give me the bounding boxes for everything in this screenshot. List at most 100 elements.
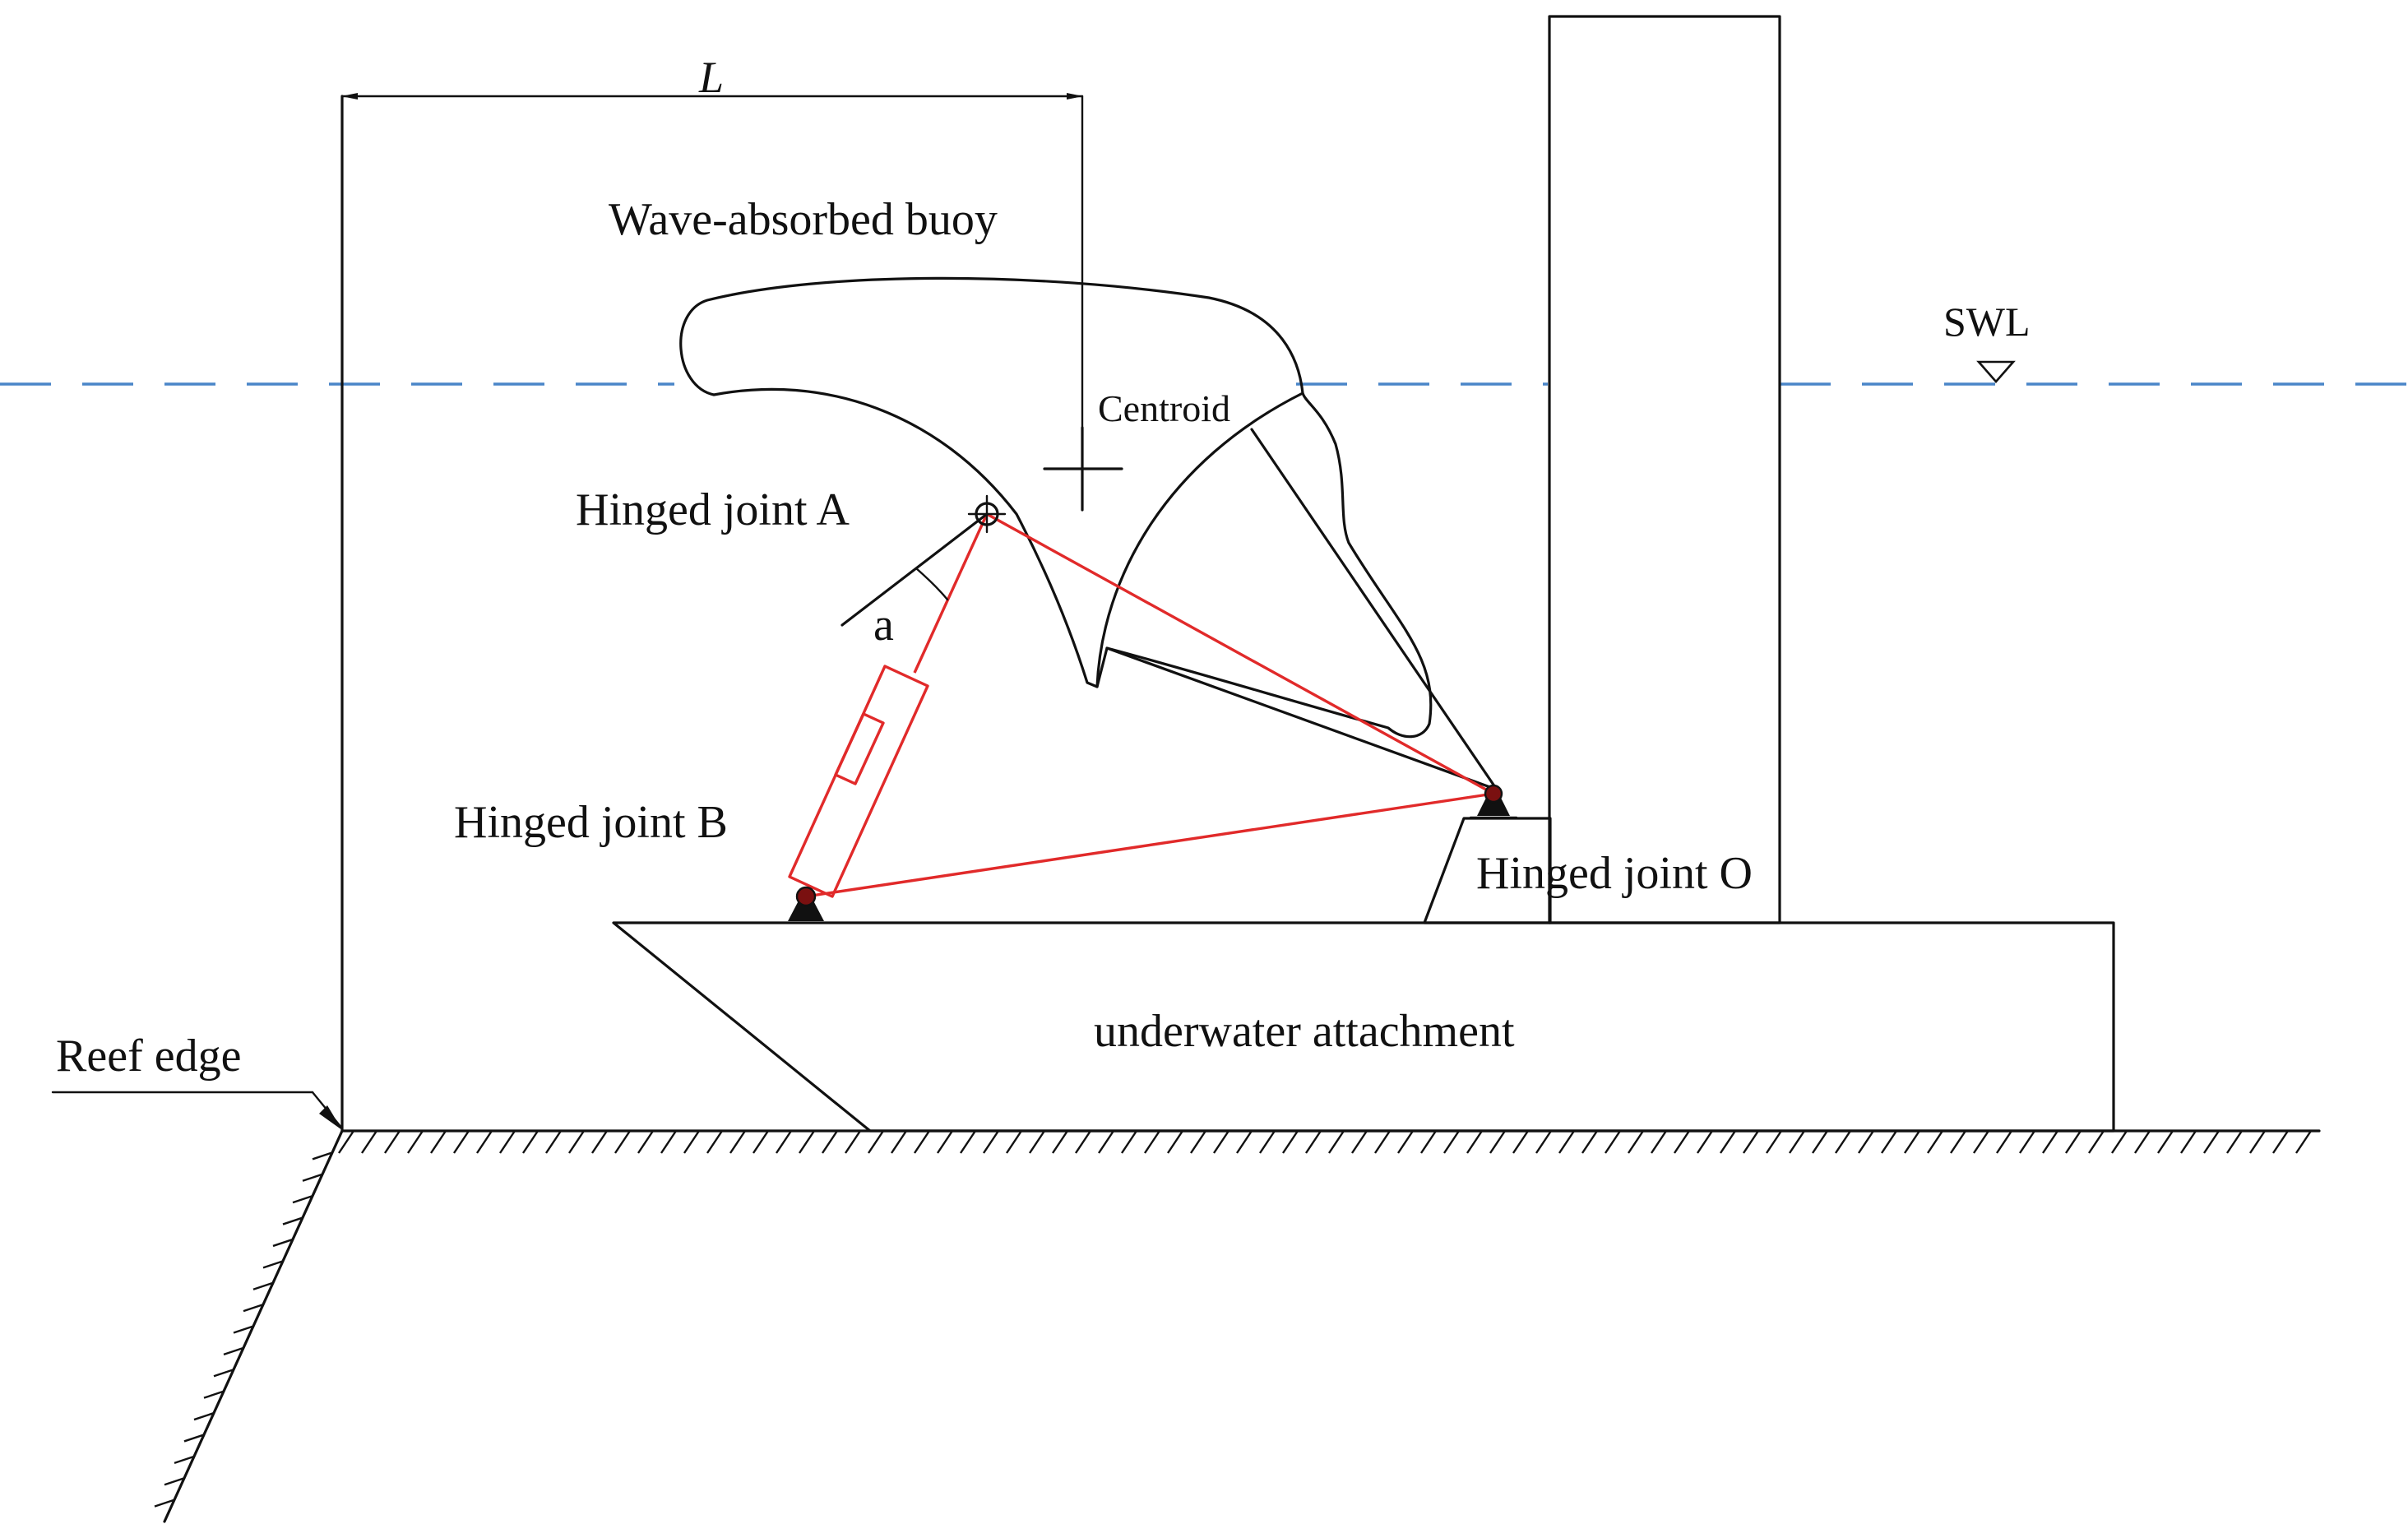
joint-o-label: Hinged joint O — [1476, 848, 1753, 899]
seabed — [154, 1129, 2321, 1523]
hatch-mark — [312, 1151, 333, 1160]
hatch-mark — [522, 1130, 539, 1154]
hinged-joint-o: Hinged joint O — [1423, 783, 1753, 924]
hatch-mark — [1720, 1130, 1736, 1154]
joint-b-pin-icon — [795, 886, 817, 907]
hatch-mark — [1489, 1130, 1506, 1154]
link-a-to-o — [986, 512, 1494, 795]
pto-linkage — [788, 512, 1494, 898]
breakwater-column — [1548, 15, 1781, 924]
cylinder-rod-upper — [913, 513, 989, 674]
hatch-mark — [1812, 1130, 1828, 1154]
hatch-mark — [1006, 1130, 1022, 1154]
hatch-mark — [1328, 1130, 1345, 1154]
hatch-mark — [499, 1130, 516, 1154]
hatch-mark — [203, 1390, 225, 1399]
hatch-mark — [1904, 1130, 1920, 1154]
hatch-mark — [302, 1173, 323, 1182]
hatch-mark — [729, 1130, 746, 1154]
hatch-mark — [2042, 1130, 2058, 1154]
swl-triangle-icon — [1976, 360, 2016, 383]
column-rect — [1548, 15, 1781, 924]
joint-a-label: Hinged joint A — [576, 484, 850, 535]
hatch-mark — [683, 1130, 700, 1154]
hatch-mark — [2134, 1130, 2151, 1154]
hatch-mark — [1190, 1130, 1206, 1154]
hatch-mark — [937, 1130, 953, 1154]
hatch-mark — [1374, 1130, 1391, 1154]
hatch-mark — [243, 1303, 264, 1313]
dimension-l-label: L — [698, 53, 724, 102]
hatch-mark — [2111, 1130, 2128, 1154]
hatch-mark — [1996, 1130, 2012, 1154]
buoy-label: Wave-absorbed buoy — [609, 194, 998, 245]
hatch-mark — [752, 1130, 769, 1154]
hatch-mark — [2088, 1130, 2105, 1154]
hatch-mark — [1213, 1130, 1229, 1154]
hatch-mark — [430, 1130, 447, 1154]
hatch-mark — [637, 1130, 654, 1154]
hatch-mark — [361, 1130, 377, 1154]
still-water-level: SWL — [0, 299, 2408, 386]
hatch-mark — [1881, 1130, 1897, 1154]
hinged-joint-b: Hinged joint B — [454, 797, 832, 924]
hatch-mark — [1397, 1130, 1414, 1154]
hatch-mark — [1927, 1130, 1943, 1154]
centroid: Centroid — [1043, 387, 1230, 512]
hinged-joint-a: Hinged joint A — [576, 484, 1007, 535]
hatch-mark — [1674, 1130, 1690, 1154]
hatch-mark — [1236, 1130, 1253, 1154]
hatch-mark — [338, 1130, 354, 1154]
angle-label: a — [873, 600, 894, 651]
reef-edge-callout: Reef edge — [51, 1031, 344, 1130]
hatch-mark — [660, 1130, 677, 1154]
hatch-mark — [1098, 1130, 1114, 1154]
hatch-mark — [384, 1130, 401, 1154]
link-b-to-o — [805, 792, 1494, 898]
hatch-mark — [183, 1434, 205, 1443]
hatch-mark — [2203, 1130, 2220, 1154]
hatch-mark — [2065, 1130, 2082, 1154]
hatch-mark — [614, 1130, 631, 1154]
hatch-mark — [453, 1130, 470, 1154]
hatch-mark — [1535, 1130, 1552, 1154]
hatch-mark — [1858, 1130, 1874, 1154]
hatch-mark — [1605, 1130, 1621, 1154]
hatch-mark — [1651, 1130, 1667, 1154]
hatch-mark — [1950, 1130, 1966, 1154]
reef-slope-hatching — [154, 1151, 333, 1508]
hatch-mark — [174, 1455, 195, 1464]
hatch-mark — [1743, 1130, 1759, 1154]
joint-o-pin-icon — [1484, 784, 1503, 804]
hatch-mark — [568, 1130, 585, 1154]
reef-edge-arrow-icon — [319, 1105, 342, 1130]
hatch-mark — [1558, 1130, 1575, 1154]
hatch-mark — [983, 1130, 999, 1154]
hatch-mark — [914, 1130, 930, 1154]
hatch-mark — [1052, 1130, 1068, 1154]
hatch-mark — [2157, 1130, 2174, 1154]
centroid-label: Centroid — [1098, 387, 1230, 429]
hatch-mark — [407, 1130, 424, 1154]
hatch-mark — [1167, 1130, 1183, 1154]
joint-b-label: Hinged joint B — [454, 797, 728, 848]
reef-edge-leader — [51, 1091, 344, 1130]
hatch-mark — [1420, 1130, 1437, 1154]
hatch-mark — [154, 1499, 175, 1508]
hatch-mark — [1121, 1130, 1137, 1154]
hatch-mark — [545, 1130, 562, 1154]
underwater-attachment: underwater attachment — [612, 921, 2115, 1133]
hatch-mark — [868, 1130, 884, 1154]
hatch-mark — [591, 1130, 608, 1154]
buoy-strut — [1105, 646, 1498, 791]
buoy-rib — [1250, 428, 1498, 791]
hatch-mark — [2180, 1130, 2197, 1154]
hatch-mark — [272, 1238, 294, 1248]
hatch-mark — [1144, 1130, 1160, 1154]
hatch-mark — [1466, 1130, 1483, 1154]
hatch-mark — [1628, 1130, 1644, 1154]
hatch-mark — [1259, 1130, 1276, 1154]
hatch-mark — [1581, 1130, 1598, 1154]
hatch-mark — [476, 1130, 493, 1154]
